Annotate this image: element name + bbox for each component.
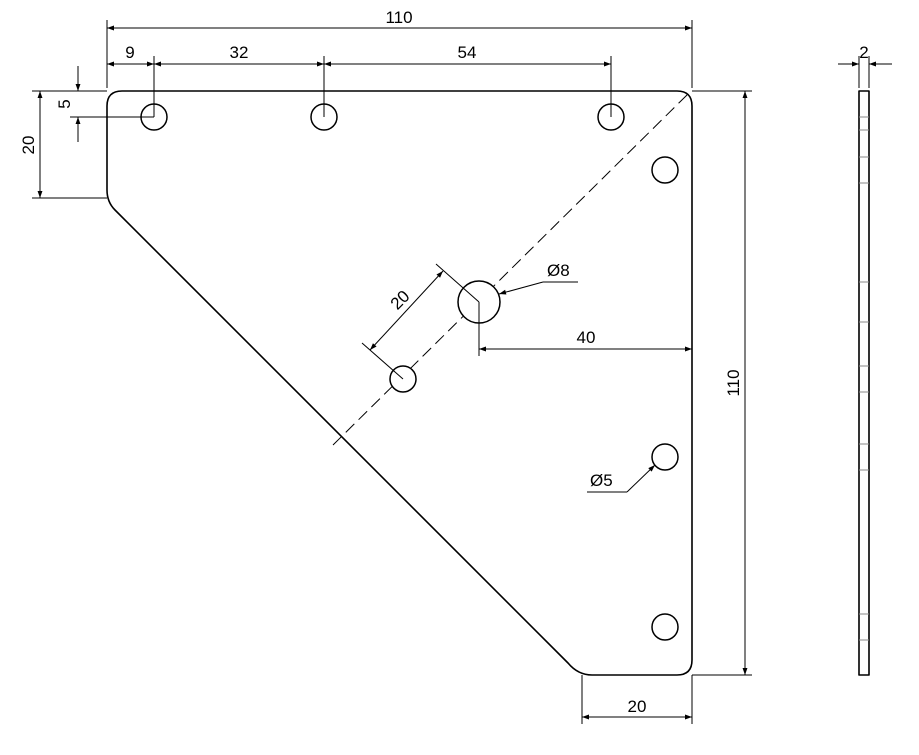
dim-center-hole-offset: 40 [478, 302, 692, 356]
dim-text: 54 [458, 43, 477, 62]
dim-text: 110 [385, 8, 412, 27]
plate-outline [106, 90, 693, 676]
diagonal-centerline [332, 91, 691, 446]
callout-small-hole: Ø5 [587, 464, 656, 493]
dim-text: 32 [230, 43, 249, 62]
dim-text: Ø8 [547, 261, 570, 280]
dim-top-hole-offset: 5 [55, 66, 154, 142]
dim-text: 2 [859, 43, 868, 62]
callout-large-hole: Ø8 [498, 261, 578, 295]
dim-text: 20 [19, 136, 38, 155]
side-view-plate [858, 90, 870, 676]
dim-text: 40 [577, 328, 596, 347]
dim-overall-width: 110 [106, 8, 693, 88]
dim-text: 9 [125, 43, 134, 62]
dim-left-edge-height: 20 [19, 90, 107, 199]
dim-text: 110 [724, 369, 743, 396]
dim-text: 20 [628, 697, 647, 716]
dim-bottom-edge-width: 20 [581, 675, 693, 724]
dim-text: Ø5 [590, 471, 613, 490]
dim-overall-height: 110 [692, 90, 752, 676]
side-view: 2 [838, 43, 892, 676]
dim-hole-spacing-row: 9 32 54 [107, 43, 612, 117]
dim-thickness: 2 [838, 43, 892, 88]
dim-text: 20 [387, 287, 414, 314]
hole-right-3 [651, 613, 679, 641]
dim-diagonal-pitch: 20 [361, 263, 480, 380]
hole-right-1 [651, 156, 679, 184]
side-view-hole-ticks [859, 116, 869, 641]
dim-text: 5 [55, 99, 74, 108]
hole-right-2 [651, 443, 679, 471]
